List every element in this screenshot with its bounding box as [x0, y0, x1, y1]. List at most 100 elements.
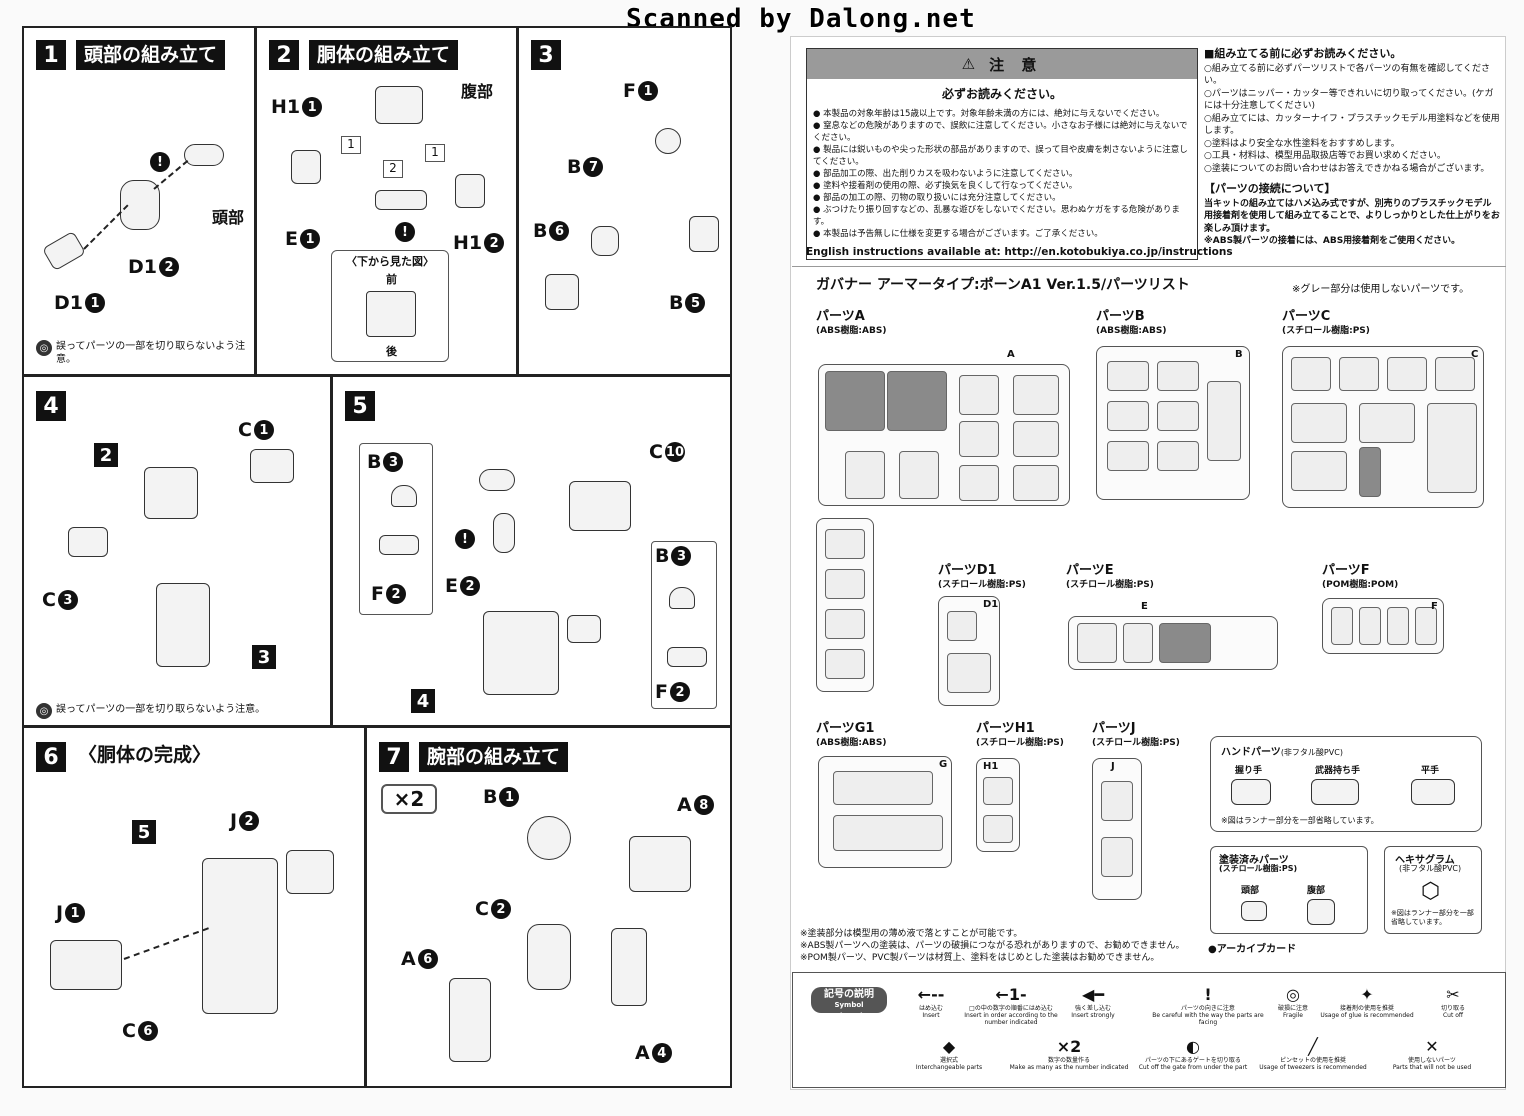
runner-part: [825, 529, 865, 559]
head-part: [120, 180, 160, 230]
upper-arm: [527, 924, 571, 990]
runner-c-name: パーツC(スチロール樹脂:PS): [1282, 309, 1370, 337]
runner-part: [959, 465, 999, 501]
runner-a-extension: [816, 518, 874, 692]
preface-item: ○組み立てには、カッターナイフ・プラスチックモデル用塗料などを使用します。: [1204, 113, 1500, 137]
runner-part: [959, 421, 999, 457]
runner-part: [1427, 403, 1477, 493]
side-peg: [567, 615, 601, 643]
runner-part: [983, 777, 1013, 805]
sub-assembly-4: 4: [411, 689, 435, 713]
runner-part: [825, 609, 865, 639]
caution-item: 本製品の対象年齢は15歳以上です。対象年齢未満の方には、絶対に与えないでください…: [813, 108, 1191, 120]
runner-part: [1123, 623, 1153, 663]
waist-bottom-view: [366, 291, 416, 337]
socket-part: [689, 216, 719, 252]
runner-g1-name: パーツG1(ABS樹脂:ABS): [816, 721, 887, 749]
bottom-view-title: 〈下から見た図〉: [346, 255, 434, 268]
runner-part: [1291, 451, 1347, 491]
runner-h1: H1: [976, 758, 1020, 852]
runner-letter: G: [939, 759, 948, 770]
runner-part: [845, 451, 885, 499]
caution-item: 部品加工の際、出た削りカスを吸わないように注意してください。: [813, 168, 1191, 180]
caution-item: 本製品は予告無しに仕様を変更する場合がございます。ご了承ください。: [813, 228, 1191, 240]
runner-part: [833, 771, 933, 805]
hand-type: 握り手: [1235, 766, 1263, 776]
runner-j-name: パーツJ(スチロール樹脂:PS): [1092, 721, 1180, 749]
grey-parts-note: ※グレー部分は使用しないパーツです。: [1292, 284, 1470, 295]
ball-joint-part: [655, 128, 681, 154]
runner-d1-name: パーツD1(スチロール樹脂:PS): [938, 563, 1026, 591]
caution-item: 部品の加工の際、刃物の取り扱いには充分注意してください。: [813, 192, 1191, 204]
runner-part: [1339, 357, 1379, 391]
runner-letter: F: [1431, 601, 1438, 612]
hand-parts-note: ※図はランナー部分を一部省略しています。: [1221, 816, 1379, 825]
shoulder-block: [569, 481, 631, 531]
backpack-part: [286, 850, 334, 894]
runner-h1-name: パーツH1(スチロール樹脂:PS): [976, 721, 1064, 749]
bottom-note: ※ABS製パーツへの塗装は、パーツの破損につながる恐れがありますので、お勧めでき…: [800, 941, 1185, 951]
sub-assembly-3: 3: [252, 645, 276, 669]
chest-plate: [50, 940, 122, 990]
label-h1: !: [150, 152, 170, 172]
step-number: 3: [531, 40, 561, 70]
runner-f-name: パーツF(POM樹脂:POM): [1322, 563, 1399, 591]
runner-g1: G: [818, 756, 952, 868]
shoulder-armor: [629, 836, 691, 892]
preface-item: ○パーツはニッパー・カッター等できれいに切り取ってください。(ケガには十分注意し…: [1204, 88, 1494, 112]
label-abdomen: 腹部: [461, 82, 494, 101]
step-title: 腕部の組み立て: [419, 742, 569, 772]
runner-j: J: [1092, 758, 1142, 900]
sub-assembly-2: 2: [94, 443, 118, 467]
abdomen-part: [375, 86, 423, 124]
runner-part: [947, 653, 991, 693]
caution-subtitle: 必ずお読みください。: [941, 87, 1062, 101]
joint-peg: [379, 535, 419, 555]
insert-arrow: [123, 927, 209, 960]
preface-item: ○工具・材料は、模型用品取扱店等でお買い求めください。: [1204, 151, 1446, 161]
runner-part: [1359, 403, 1415, 443]
bottom-view-box: 〈下から見た図〉 前 後: [331, 250, 449, 362]
painted-parts-title: 塗装済みパーツ: [1219, 855, 1289, 866]
hexagon-icon: ⬡: [1421, 879, 1441, 904]
ball-joint: [479, 469, 515, 491]
caution-list: 本製品の対象年齢は15歳以上です。対象年齢未満の方には、絶対に与えないでください…: [807, 108, 1197, 240]
runner-part: [1107, 361, 1149, 391]
fragile-icon: ◎: [36, 340, 52, 356]
runner-part: [825, 649, 865, 679]
unused-part: [1359, 447, 1381, 497]
runner-a: A: [818, 349, 1070, 506]
side-part-right: [455, 174, 485, 208]
english-instructions-link[interactable]: English instructions available at: http:…: [806, 246, 1233, 258]
torso-part: [144, 467, 198, 519]
preface-item: ○組み立てる前に必ずパーツリストで各パーツの有無を確認してください。: [1204, 63, 1490, 87]
collar-part: [250, 449, 294, 483]
connection-heading: 【パーツの接続について】: [1204, 182, 1336, 195]
runner-part: [1435, 357, 1475, 391]
bottom-note: ※塗装部分は模型用の薄め液で落とすことが可能です。: [800, 929, 1023, 939]
painted-part-name: 腹部: [1307, 886, 1326, 896]
waist-part: [375, 190, 427, 210]
step-number: 1: [36, 40, 66, 70]
caution-item: 窒息などの危険がありますので、誤飲に注意してください。小さなお子様には絶対に与え…: [813, 120, 1191, 144]
runner-part: [1101, 837, 1133, 877]
parts-list-title: ガバナー アーマータイプ:ポーンA1 Ver.1.5/パーツリスト: [816, 277, 1190, 293]
